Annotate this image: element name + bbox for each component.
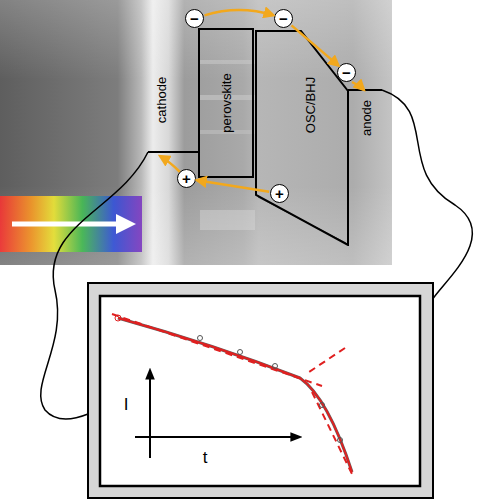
charge-carrier: − <box>337 63 356 82</box>
osc-outline <box>255 30 349 246</box>
electrode-label: anode <box>359 100 374 136</box>
y-axis <box>149 370 151 458</box>
hole-extraction-arrow <box>160 156 180 172</box>
monitor-frame <box>88 283 433 498</box>
anode-level <box>348 89 382 91</box>
light-spectrum <box>0 196 142 252</box>
data-point <box>338 438 343 443</box>
x-axis <box>135 436 300 438</box>
sem-shading <box>0 0 392 265</box>
fit-line <box>312 392 354 478</box>
fit-line <box>112 314 322 386</box>
charge-sign: + <box>275 186 284 201</box>
data-point <box>115 315 121 321</box>
data-point <box>238 350 243 355</box>
perovskite-layer: perovskite <box>198 28 254 178</box>
charge-carrier: − <box>185 9 204 28</box>
layer-name: perovskite <box>219 73 234 132</box>
charge-sign: + <box>182 171 191 186</box>
axis-label: I <box>124 395 129 415</box>
data-point <box>320 403 325 408</box>
charge-carrier: − <box>274 9 293 28</box>
carrier-transfer-arrow <box>205 10 274 15</box>
monitor-screen <box>100 296 420 486</box>
light-arrow <box>12 222 128 227</box>
charge-sign: − <box>342 65 351 80</box>
data-points <box>118 318 352 472</box>
fit-curve <box>118 318 352 472</box>
data-point <box>273 364 278 369</box>
charge-sign: − <box>190 11 199 26</box>
charge-sign: − <box>279 11 288 26</box>
electron-extraction-arrow <box>352 82 364 90</box>
data-point <box>198 336 203 341</box>
fit-line <box>306 348 345 374</box>
carrier-transfer-arrow <box>291 25 338 65</box>
carrier-transfer-arrow <box>197 180 269 192</box>
layer-name: OSC/BHJ <box>303 77 318 133</box>
electrode-label: cathode <box>154 77 169 123</box>
axis-label: t <box>203 448 208 468</box>
charge-carrier: + <box>177 169 196 188</box>
wire <box>382 90 472 300</box>
charge-carrier: + <box>270 184 289 203</box>
osc-layer: OSC/BHJ <box>255 30 349 246</box>
cathode-level <box>148 151 199 153</box>
sem-image <box>0 0 392 265</box>
